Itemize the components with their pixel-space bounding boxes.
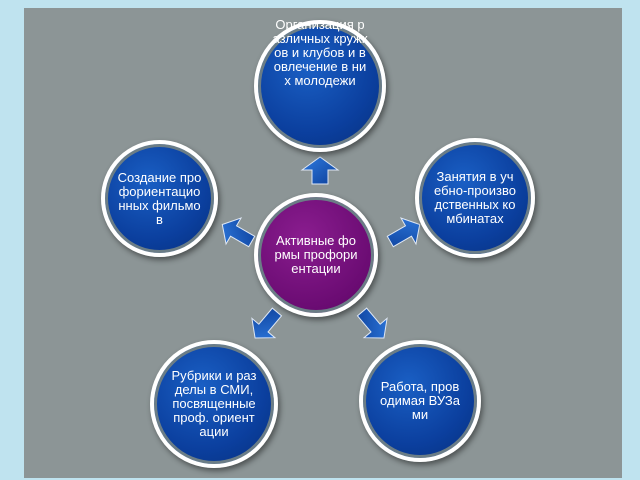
node-bottom-right: Работа, проводимая ВУЗами: [359, 340, 481, 462]
arrow-down-right-icon: [356, 307, 388, 339]
node-right: Занятия в учебно-производственных комбин…: [415, 138, 535, 258]
arrow-down-left-icon: [251, 307, 283, 339]
node-center-label: Активные формы профориентации: [274, 233, 358, 276]
node-left-label: Создание профориентационных фильмов: [117, 169, 202, 227]
arrow-right-icon: [386, 217, 421, 248]
node-bottom-left-label: Рубрики и разделы в СМИ, посвященные про…: [171, 368, 257, 439]
node-left: Создание профориентационных фильмов: [101, 140, 218, 257]
arrow-left-icon: [221, 217, 256, 248]
node-top-label: Организация различных кружков и клубов и…: [272, 17, 368, 88]
node-center: Активные формы профориентации: [254, 193, 378, 317]
arrow-up-icon: [300, 156, 340, 185]
node-right-label: Занятия в учебно-производственных комбин…: [434, 169, 516, 226]
node-bottom-right-label: Работа, проводимая ВУЗами: [380, 379, 460, 422]
node-top: Организация различных кружков и клубов и…: [254, 17, 386, 152]
node-bottom-left: Рубрики и разделы в СМИ, посвященные про…: [150, 340, 278, 468]
